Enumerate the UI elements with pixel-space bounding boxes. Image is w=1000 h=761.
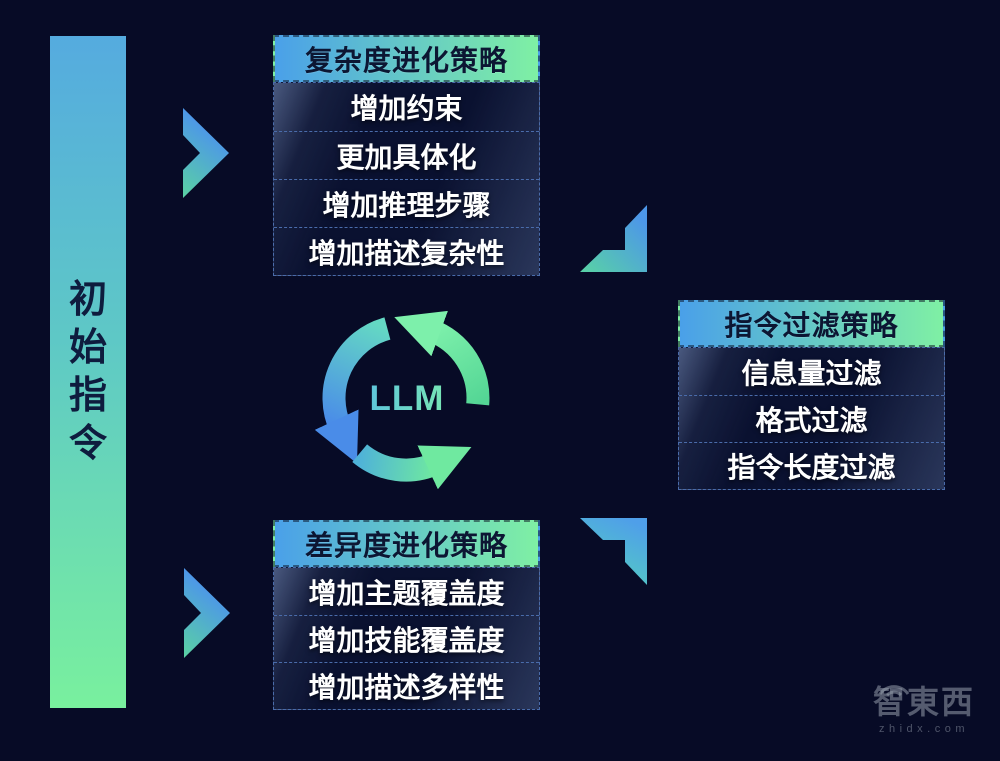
watermark-domain-text: zhidx.com bbox=[878, 723, 970, 735]
initial-instruction-char: 令 bbox=[68, 423, 107, 465]
watermark-logo-text: 智東西 bbox=[872, 684, 975, 720]
diversity-strategy-title: 差异度进化策略 bbox=[273, 520, 540, 567]
wifi-arcs-icon bbox=[878, 685, 910, 696]
strategy-item: 格式过滤 bbox=[679, 395, 944, 442]
strategy-item: 增加推理步骤 bbox=[274, 179, 539, 227]
strategy-item: 更加具体化 bbox=[274, 131, 539, 179]
diversity-strategy-list: 增加主题覆盖度 增加技能覆盖度 增加描述多样性 bbox=[273, 567, 540, 710]
initial-instruction-char: 指 bbox=[68, 375, 107, 417]
llm-label: LLM bbox=[347, 381, 467, 416]
diversity-strategy-box: 差异度进化策略 增加主题覆盖度 增加技能覆盖度 增加描述多样性 bbox=[273, 520, 540, 710]
strategy-item: 增加描述复杂性 bbox=[274, 227, 539, 275]
strategy-item: 增加约束 bbox=[350, 93, 463, 124]
filtering-strategy-box: 指令过滤策略 信息量过滤 格式过滤 指令长度过滤 bbox=[678, 300, 945, 490]
complexity-strategy-box: 复杂度进化策略 增加约束 更加具体化 增加推理步骤 增加描述复杂性 bbox=[273, 35, 540, 276]
corner-arrow-down-right-icon bbox=[580, 205, 647, 272]
chevron-right-icon bbox=[184, 568, 230, 658]
strategy-item: 信息量过滤 bbox=[741, 357, 882, 389]
chevron-right-icon bbox=[183, 108, 229, 198]
zhidx-watermark: 智東西 zhidx.com bbox=[858, 682, 990, 735]
strategy-item: 增加技能覆盖度 bbox=[274, 615, 539, 662]
complexity-strategy-title: 复杂度进化策略 bbox=[273, 35, 540, 82]
strategy-item: 指令长度过滤 bbox=[679, 442, 944, 489]
strategy-item: 增加描述多样性 bbox=[274, 662, 539, 709]
llm-cycle-arrows-icon bbox=[314, 310, 490, 490]
filtering-strategy-title: 指令过滤策略 bbox=[678, 300, 945, 347]
initial-instruction-char: 初 bbox=[68, 279, 107, 321]
corner-arrow-up-right-icon bbox=[580, 518, 647, 585]
initial-instruction-char: 始 bbox=[68, 327, 107, 369]
filtering-strategy-list: 信息量过滤 格式过滤 指令长度过滤 bbox=[678, 347, 945, 490]
complexity-strategy-list: 增加约束 更加具体化 增加推理步骤 增加描述复杂性 bbox=[273, 82, 540, 276]
initial-instruction-bar: 初 始 指 令 bbox=[50, 36, 126, 708]
strategy-item: 增加主题覆盖度 bbox=[308, 577, 505, 609]
